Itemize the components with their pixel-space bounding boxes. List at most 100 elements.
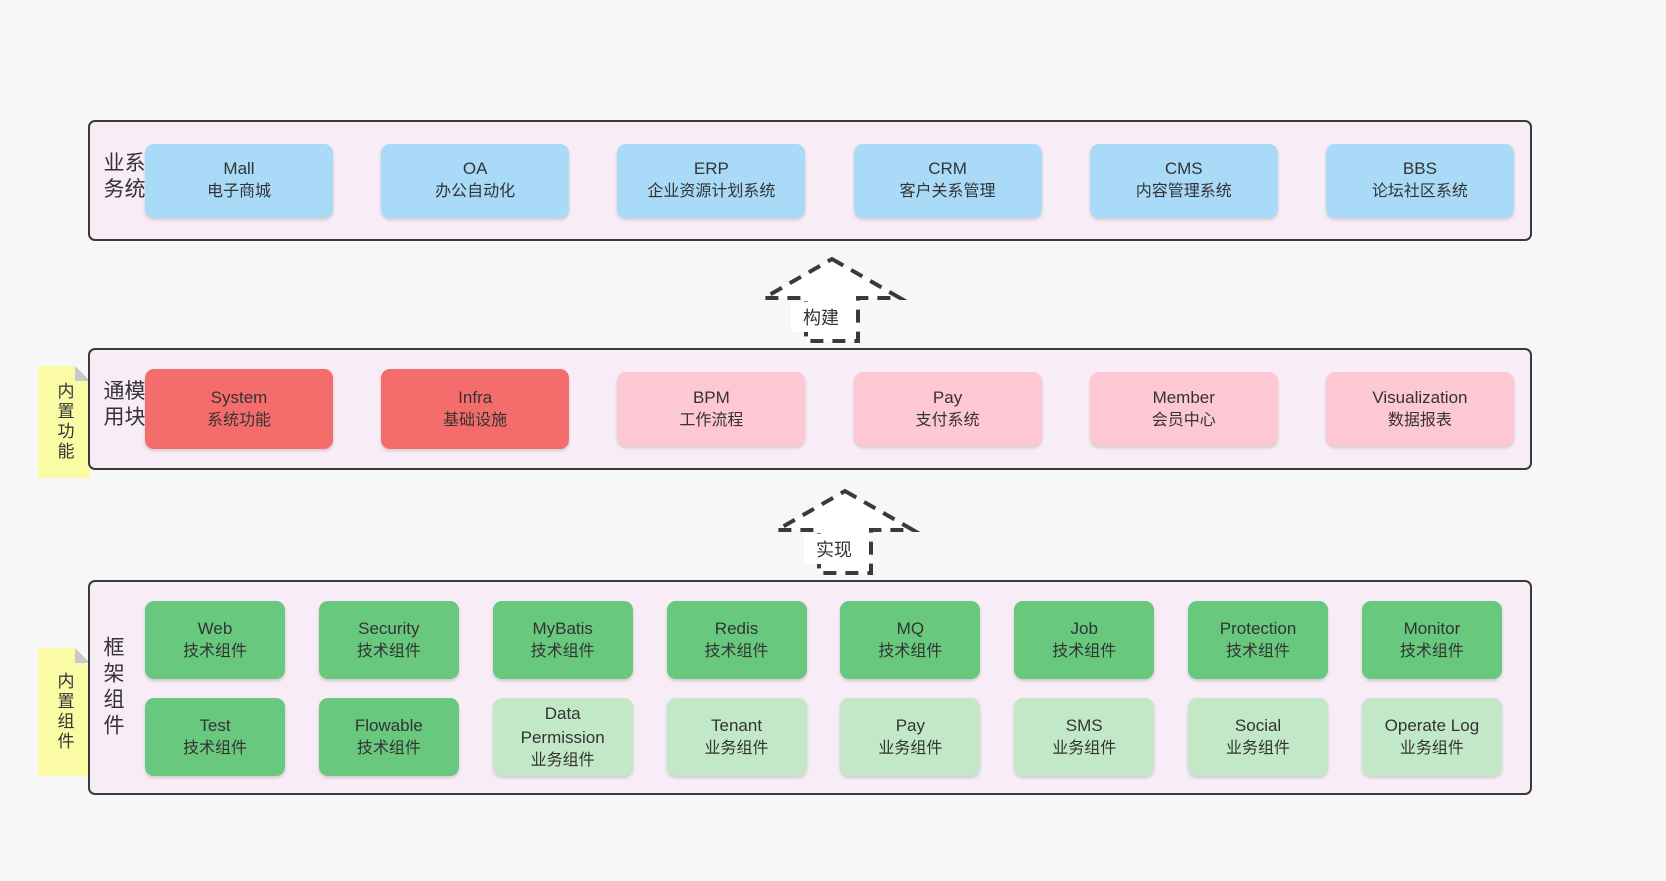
box-name: Flowable — [354, 715, 423, 735]
box-mall: Mall 电子商城 — [145, 143, 333, 218]
layer-business-systems: 业务系统 Mall 电子商城 OA 办公自动化 ERP 企业资源计划系统 CRM… — [88, 120, 1532, 241]
box-name: Web — [197, 618, 233, 638]
framework-row-2: Test 技术组件 Flowable 技术组件 Data Permission … — [145, 698, 1502, 776]
box-name: Pay — [895, 715, 926, 735]
box-bbs: BBS 论坛社区系统 — [1325, 143, 1514, 218]
box-name: BBS — [1402, 159, 1437, 179]
box-desc: 办公自动化 — [435, 183, 516, 201]
box-desc: 技术组件 — [356, 739, 421, 757]
box-desc: 技术组件 — [356, 642, 421, 660]
box-tenant: Tenant 业务组件 — [666, 698, 807, 776]
box-desc: 业务组件 — [1052, 739, 1117, 757]
box-social: Social 业务组件 — [1188, 698, 1329, 776]
box-desc: 技术组件 — [1052, 642, 1117, 660]
box-desc: 技术组件 — [704, 642, 769, 660]
framework-row-1: Web 技术组件 Security 技术组件 MyBatis 技术组件 Redi… — [145, 601, 1502, 679]
box-name: Data Permission — [520, 703, 605, 747]
layer-title-business: 业务系统 — [101, 151, 145, 204]
layer-title-framework: 框架组件 — [101, 635, 124, 740]
box-data-permission: Data Permission 业务组件 — [492, 698, 633, 776]
box-name: CMS — [1164, 159, 1203, 179]
box-desc: 业务组件 — [1399, 739, 1464, 757]
box-name: CRM — [928, 159, 967, 179]
box-system: System 系统功能 — [145, 369, 333, 449]
build-arrow-icon: 构建 — [757, 256, 907, 343]
box-name: ERP — [693, 159, 729, 179]
box-visualization: Visualization 数据报表 — [1325, 372, 1514, 446]
box-web: Web 技术组件 — [145, 601, 285, 679]
box-name: Infra — [458, 387, 493, 407]
box-name: Job — [1070, 618, 1098, 638]
box-name: Mall — [223, 159, 255, 179]
layer-framework-components: 框架组件 Web 技术组件 Security 技术组件 MyBatis 技术组件… — [88, 580, 1532, 795]
box-name: Tenant — [711, 715, 763, 735]
box-mybatis: MyBatis 技术组件 — [492, 601, 633, 679]
builtin-functions-note: 内置功能 — [38, 366, 90, 478]
box-name: Redis — [714, 618, 759, 638]
box-mq: MQ 技术组件 — [840, 601, 981, 679]
box-name: Protection — [1219, 618, 1297, 638]
modules-boxes-row: System 系统功能 Infra 基础设施 BPM 工作流程 Pay 支付系统… — [145, 350, 1514, 468]
box-name: OA — [462, 159, 488, 179]
build-arrow-label: 构建 — [803, 308, 839, 328]
box-name: Monitor — [1403, 618, 1461, 638]
box-desc: 客户关系管理 — [899, 183, 996, 201]
box-desc: 电子商城 — [206, 183, 271, 201]
box-oa: OA 办公自动化 — [381, 143, 570, 218]
box-infra: Infra 基础设施 — [381, 369, 570, 449]
box-redis: Redis 技术组件 — [666, 601, 807, 679]
box-desc: 内容管理系统 — [1135, 183, 1232, 201]
box-desc: 支付系统 — [915, 411, 980, 429]
layer-title-modules: 通用模块 — [101, 379, 145, 432]
box-name: System — [210, 387, 268, 407]
box-desc: 会员中心 — [1151, 411, 1216, 429]
box-protection: Protection 技术组件 — [1188, 601, 1329, 679]
box-desc: 技术组件 — [530, 642, 595, 660]
implement-arrow-label: 实现 — [816, 540, 852, 560]
box-name: MQ — [896, 618, 925, 638]
box-name: Operate Log — [1384, 715, 1480, 735]
box-test: Test 技术组件 — [145, 698, 285, 776]
box-job: Job 技术组件 — [1014, 601, 1155, 679]
box-desc: 基础设施 — [443, 411, 508, 429]
box-operate-log: Operate Log 业务组件 — [1361, 698, 1502, 776]
box-desc: 技术组件 — [1399, 642, 1464, 660]
box-member: Member 会员中心 — [1089, 372, 1278, 446]
box-sms: SMS 业务组件 — [1014, 698, 1155, 776]
box-desc: 业务组件 — [530, 751, 595, 769]
implement-arrow-icon: 实现 — [770, 488, 920, 575]
layer-common-modules: 通用模块 System 系统功能 Infra 基础设施 BPM 工作流程 Pay… — [88, 348, 1532, 470]
box-desc: 业务组件 — [704, 739, 769, 757]
builtin-components-note: 内置组件 — [38, 648, 90, 776]
box-desc: 论坛社区系统 — [1371, 183, 1468, 201]
box-desc: 系统功能 — [206, 411, 271, 429]
box-desc: 企业资源计划系统 — [647, 183, 776, 201]
box-desc: 业务组件 — [1226, 739, 1291, 757]
box-pay-module: Pay 支付系统 — [853, 372, 1042, 446]
box-name: Test — [199, 715, 231, 735]
box-name: BPM — [692, 387, 730, 407]
box-flowable: Flowable 技术组件 — [318, 698, 459, 776]
business-boxes-row: Mall 电子商城 OA 办公自动化 ERP 企业资源计划系统 CRM 客户关系… — [145, 122, 1514, 239]
box-desc: 技术组件 — [182, 739, 247, 757]
note-text: 内置组件 — [54, 672, 74, 752]
box-cms: CMS 内容管理系统 — [1089, 143, 1278, 218]
box-name: Social — [1234, 715, 1282, 735]
box-name: Member — [1152, 387, 1215, 407]
box-erp: ERP 企业资源计划系统 — [617, 143, 806, 218]
box-name: Security — [358, 618, 420, 638]
box-name: Pay — [932, 387, 963, 407]
box-crm: CRM 客户关系管理 — [853, 143, 1042, 218]
box-bpm: BPM 工作流程 — [617, 372, 806, 446]
box-security: Security 技术组件 — [318, 601, 459, 679]
box-desc: 业务组件 — [878, 739, 943, 757]
box-name: Visualization — [1372, 387, 1468, 407]
box-desc: 数据报表 — [1387, 411, 1452, 429]
box-name: SMS — [1065, 715, 1103, 735]
box-monitor: Monitor 技术组件 — [1361, 601, 1502, 679]
box-desc: 工作流程 — [679, 411, 744, 429]
box-name: MyBatis — [532, 618, 593, 638]
framework-boxes-grid: Web 技术组件 Security 技术组件 MyBatis 技术组件 Redi… — [145, 601, 1502, 776]
box-pay-component: Pay 业务组件 — [840, 698, 981, 776]
